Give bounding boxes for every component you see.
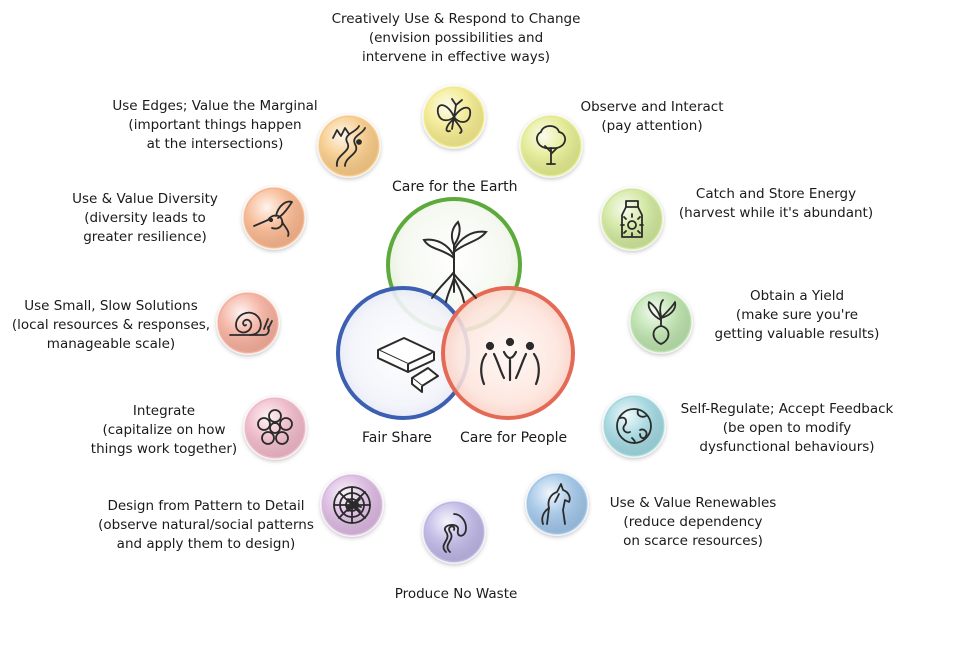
principle-title: Catch and Store Energy bbox=[695, 186, 857, 202]
principle-title: Produce No Waste bbox=[394, 586, 518, 602]
principle-subtitle: (reduce dependency on scarce resources) bbox=[623, 514, 763, 549]
principle-title: Design from Pattern to Detail bbox=[107, 498, 305, 514]
spider-web-icon bbox=[333, 486, 371, 524]
flower-ring-icon bbox=[257, 409, 293, 445]
principle-subtitle: (make sure you're getting valuable resul… bbox=[714, 307, 880, 342]
badge-integrate bbox=[243, 396, 307, 460]
badge-diversity bbox=[242, 186, 306, 250]
ethics-venn bbox=[336, 197, 575, 420]
principle-label-small: Use Small, Slow Solutions (local resourc… bbox=[12, 297, 210, 354]
globe-icon bbox=[616, 408, 652, 444]
badge-pattern bbox=[320, 473, 384, 537]
badge-renewables bbox=[525, 472, 589, 536]
tree-roots-icon bbox=[422, 220, 488, 303]
principle-subtitle: (diversity leads to greater resilience) bbox=[83, 210, 207, 245]
ethic-label-fair-share: Fair Share bbox=[362, 430, 432, 446]
tree-icon bbox=[536, 125, 566, 165]
principle-title: Integrate bbox=[132, 403, 196, 419]
people-icon bbox=[480, 337, 540, 386]
principle-label-yield: Obtain a Yield (make sure you're getting… bbox=[715, 287, 880, 344]
jar-sun-icon bbox=[620, 200, 644, 238]
principle-title: Use & Value Diversity bbox=[72, 191, 218, 207]
snail-icon bbox=[229, 311, 273, 336]
principle-subtitle: (harvest while it's abundant) bbox=[678, 205, 874, 221]
badge-observe bbox=[519, 114, 583, 178]
principle-label-pattern: Design from Pattern to Detail (observe n… bbox=[98, 497, 314, 554]
butterfly-icon bbox=[436, 98, 472, 134]
cake-slices-icon bbox=[377, 337, 439, 393]
horse-icon bbox=[541, 483, 571, 525]
badge-energy bbox=[600, 187, 664, 251]
badge-waste bbox=[422, 500, 486, 564]
principle-label-energy: Catch and Store Energy (harvest while it… bbox=[679, 185, 873, 223]
principle-title: Use Small, Slow Solutions bbox=[24, 298, 198, 314]
principle-title: Obtain a Yield bbox=[749, 288, 845, 304]
principle-subtitle: (important things happen at the intersec… bbox=[128, 117, 302, 152]
principle-title: Self-Regulate; Accept Feedback bbox=[680, 401, 894, 417]
river-icon bbox=[332, 125, 366, 167]
badge-yield bbox=[629, 290, 693, 354]
principle-label-edges: Use Edges; Value the Marginal (important… bbox=[112, 97, 317, 154]
principle-subtitle: (observe natural/social patterns and app… bbox=[98, 517, 314, 552]
beet-icon bbox=[647, 299, 677, 345]
hummingbird-icon bbox=[253, 200, 293, 237]
principle-label-integrate: Integrate (capitalize on how things work… bbox=[91, 402, 237, 459]
principle-title: Observe and Interact bbox=[580, 99, 724, 115]
principle-subtitle: (envision possibilities and intervene in… bbox=[361, 30, 551, 65]
ethic-label-earth: Care for the Earth bbox=[392, 179, 518, 195]
principle-subtitle: (pay attention) bbox=[601, 118, 703, 134]
people-circle bbox=[441, 286, 575, 420]
principle-subtitle: (local resources & responses, manageable… bbox=[11, 317, 211, 352]
principle-label-diversity: Use & Value Diversity (diversity leads t… bbox=[72, 190, 218, 247]
principle-label-waste: Produce No Waste bbox=[395, 585, 518, 604]
principle-subtitle: (capitalize on how things work together) bbox=[90, 422, 238, 457]
ethic-label-people: Care for People bbox=[460, 430, 568, 446]
principle-label-change: Creatively Use & Respond to Change (envi… bbox=[332, 10, 581, 67]
badge-small bbox=[216, 291, 280, 355]
principle-label-feedback: Self-Regulate; Accept Feedback (be open … bbox=[681, 400, 894, 457]
principle-badges bbox=[216, 85, 693, 564]
worm-icon bbox=[442, 513, 467, 553]
principle-title: Use & Value Renewables bbox=[609, 495, 777, 511]
badge-feedback bbox=[602, 394, 666, 458]
principle-title: Creatively Use & Respond to Change bbox=[331, 11, 581, 27]
principle-title: Use Edges; Value the Marginal bbox=[112, 98, 318, 114]
badge-change bbox=[422, 85, 486, 149]
principle-subtitle: (be open to modify dysfunctional behavio… bbox=[699, 420, 875, 455]
principle-label-renewables: Use & Value Renewables (reduce dependenc… bbox=[610, 494, 777, 551]
principle-label-observe: Observe and Interact (pay attention) bbox=[580, 98, 723, 136]
badge-edges bbox=[317, 114, 381, 178]
